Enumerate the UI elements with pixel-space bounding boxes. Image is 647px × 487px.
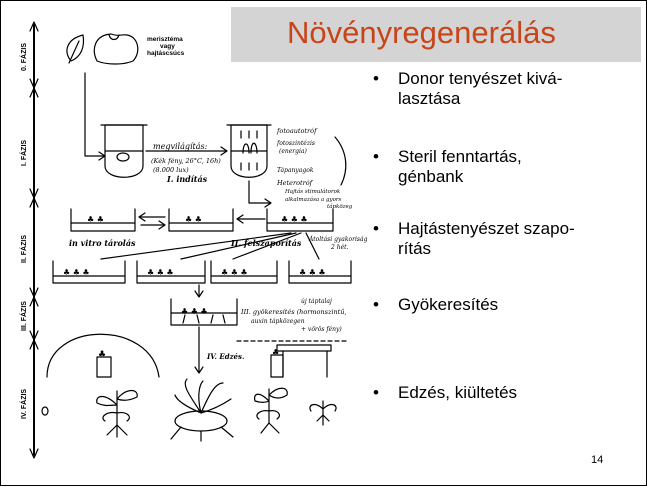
shade-frame-sketch: ♣ <box>270 344 332 378</box>
bullet-text: Donor tenyészet kivá- lasztása <box>398 69 563 108</box>
multiplication-dish-1: ♣ ♣ ♣ <box>52 260 126 284</box>
phase-label-2: II. FÁZIS <box>19 235 28 263</box>
multiplication-dish-3: ♣ ♣ ♣ <box>210 260 278 284</box>
arrow-tube-to-dishes <box>248 180 272 208</box>
multiplication-label: II. felszaporítás <box>230 238 302 248</box>
phase-label-3: III. FÁZIS <box>19 301 28 331</box>
storage-dish-center: ♣ ♣ <box>168 208 234 232</box>
arrow-fan-2 <box>180 232 297 260</box>
greenhouse-sketch: ♣ <box>46 333 160 378</box>
meristem-sketch <box>93 33 139 65</box>
arrow-storage-exchange <box>138 212 166 230</box>
rooting-dish: ♣ ♣ ♣ <box>170 298 238 326</box>
bullet-dot-icon: • <box>373 383 379 402</box>
arrow-to-storage-center <box>236 214 266 224</box>
bullet-text: Edzés, kiültetés <box>398 383 518 402</box>
bullet-dot-icon: • <box>373 69 379 88</box>
meristem-label-1: merisztéma <box>147 36 183 43</box>
note-photosynthesis: fotoszintézis <box>276 140 315 147</box>
rooting-note-2: auxin tápközegen <box>251 318 305 325</box>
phase-label-1: I. FÁZIS <box>19 140 28 166</box>
title-banner <box>231 7 641 62</box>
bullet-text: Hajtástenyészet szapo- rítás <box>398 219 575 258</box>
bullet-dot-icon: • <box>373 295 379 314</box>
initiation-line3: (8.000 lux) <box>153 166 189 174</box>
svg-text:♣ ♣ ♣: ♣ ♣ ♣ <box>281 215 308 224</box>
rooting-note-1: III. gyökeresítés (hormonszintű, <box>240 307 347 316</box>
bullet-text: Steril fenntartás, génbank <box>398 147 522 186</box>
svg-text:♣ ♣: ♣ ♣ <box>185 215 202 224</box>
plant-sketch-1 <box>96 389 138 438</box>
svg-text:♣ ♣ ♣: ♣ ♣ ♣ <box>181 307 208 316</box>
initiation-step: I. indítás <box>166 174 208 184</box>
note-energy: (energia) <box>279 148 308 155</box>
svg-text:♣ ♣ ♣: ♣ ♣ ♣ <box>299 268 326 277</box>
meristem-label-2: vagy <box>160 43 175 50</box>
svg-text:♣ ♣ ♣: ♣ ♣ ♣ <box>221 268 248 277</box>
arrow-fan-3 <box>232 232 302 260</box>
plant-sketch-3 <box>254 387 288 434</box>
note-medium: tápközeg <box>327 203 353 210</box>
note-heterotroph: Heterotróf <box>276 179 314 187</box>
svg-text:♣ ♣ ♣: ♣ ♣ ♣ <box>63 268 90 277</box>
svg-text:♣: ♣ <box>272 348 279 357</box>
note-nutrients: Tápanyagok <box>277 167 314 174</box>
arrow-fan-1 <box>100 232 292 260</box>
note-stimulators: Hajtás stimulátorok <box>284 188 341 195</box>
bullet-text: Gyökeresítés <box>398 295 499 314</box>
arrow-tube-to-tube <box>145 146 228 156</box>
svg-text:♣ ♣ ♣: ♣ ♣ ♣ <box>147 268 174 277</box>
note-photoautotroph: fotoautotróf <box>276 127 318 135</box>
meristem-label-3: hajtáscsúcs <box>147 50 185 57</box>
initiation-line1: megvilágítás: <box>153 142 208 151</box>
note-bracket <box>334 136 347 186</box>
rooting-note-3: + vörös fény) <box>301 326 342 333</box>
svg-text:♣ ♣: ♣ ♣ <box>87 215 104 224</box>
phase-axis <box>29 21 39 459</box>
transfer-note-2: 2 hét. <box>330 244 349 251</box>
initiation-tube-2 <box>226 124 272 178</box>
arrow-to-hardening <box>194 326 204 374</box>
multiplication-dish-2: ♣ ♣ ♣ <box>136 260 206 284</box>
leaf-sketch <box>66 34 85 64</box>
phase-label-0: 0. FÁZIS <box>19 43 28 71</box>
arrow-meristem-to-tube <box>84 72 106 161</box>
transfer-note-1: Átoltási gyakoriság <box>308 236 368 243</box>
note-application: alkalmazása a gyors <box>285 196 342 203</box>
pot-sketch <box>41 406 49 416</box>
slide-title: Növényregenerálás <box>287 15 556 50</box>
initiation-line2: (Kék fény, 26°C, 16h) <box>151 157 221 165</box>
bullet-dot-icon: • <box>373 219 379 238</box>
bullet-dot-icon: • <box>373 147 379 166</box>
plant-sketch-2 <box>170 378 234 442</box>
multiplication-dish-top: ♣ ♣ ♣ <box>266 208 334 232</box>
arrow-to-rooting <box>194 284 204 298</box>
plant-sketch-4 <box>309 400 337 426</box>
in-vitro-label: in vitro tárolás <box>69 238 136 248</box>
initiation-tube-1 <box>100 124 148 178</box>
svg-text:♣: ♣ <box>98 350 106 360</box>
multiplication-dish-4: ♣ ♣ ♣ <box>288 260 352 284</box>
storage-dish-left: ♣ ♣ <box>70 208 136 232</box>
hardening-label: IV. Edzés. <box>206 352 244 361</box>
page-number: 14 <box>591 454 604 466</box>
phase-label-4: IV. FÁZIS <box>19 389 28 419</box>
arrow-fan-4 <box>305 232 320 260</box>
agar-note: új táptalaj <box>301 298 332 305</box>
